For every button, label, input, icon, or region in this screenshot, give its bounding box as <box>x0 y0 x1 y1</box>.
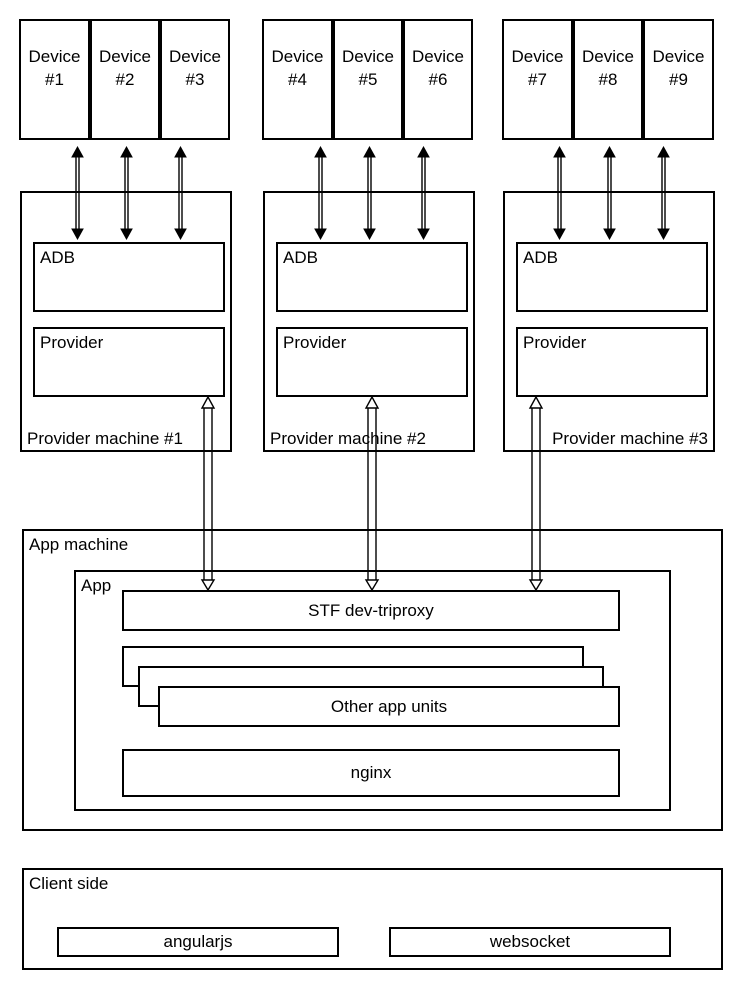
device-1: Device#1 <box>19 19 90 140</box>
client-side-title: Client side <box>29 874 109 893</box>
arrow-device-2 <box>120 145 133 241</box>
other-app-units-box: Other app units <box>158 686 620 727</box>
other-app-units-label: Other app units <box>330 696 448 716</box>
angularjs-box: angularjs <box>57 927 339 957</box>
nginx-label: nginx <box>350 763 392 782</box>
provider-machine-2-title: Provider machine #2 <box>270 429 426 448</box>
adb-box-2: ADB <box>276 242 468 312</box>
provider-machine-1-title: Provider machine #1 <box>27 429 183 448</box>
app-machine-title: App machine <box>29 535 129 554</box>
arrow-provider-2 <box>364 395 380 592</box>
provider-arrows <box>200 395 544 592</box>
provider-box-3: Provider <box>516 327 708 397</box>
app-title: App <box>81 576 112 595</box>
websocket-box: websocket <box>389 927 671 957</box>
provider-box-1: Provider <box>33 327 225 397</box>
adb-label-3: ADB <box>523 248 558 267</box>
arrow-provider-1 <box>200 395 216 592</box>
triproxy-label: STF dev-triproxy <box>308 600 434 620</box>
angularjs-label: angularjs <box>163 932 233 951</box>
websocket-label: websocket <box>489 932 571 951</box>
provider-label-1: Provider <box>40 333 104 352</box>
arrow-device-4 <box>314 145 327 241</box>
device-arrows <box>71 145 670 241</box>
device-7: Device#7 <box>502 19 573 140</box>
arrow-device-6 <box>417 145 430 241</box>
arrow-device-5 <box>363 145 376 241</box>
arrow-device-9 <box>657 145 670 241</box>
device-5: Device#5 <box>333 19 403 140</box>
adb-label-1: ADB <box>40 248 75 267</box>
device-6: Device#6 <box>403 19 473 140</box>
provider-label-3: Provider <box>523 333 587 352</box>
device-4: Device#4 <box>262 19 333 140</box>
device-2: Device#2 <box>90 19 160 140</box>
provider-machine-3-title: Provider machine #3 <box>552 429 708 448</box>
device-3: Device#3 <box>160 19 230 140</box>
arrow-device-7 <box>553 145 566 241</box>
triproxy-box: STF dev-triproxy <box>122 590 620 631</box>
device-8: Device#8 <box>573 19 643 140</box>
arrow-device-1 <box>71 145 84 241</box>
adb-box-3: ADB <box>516 242 708 312</box>
adb-label-2: ADB <box>283 248 318 267</box>
arrow-device-8 <box>603 145 616 241</box>
arrow-device-3 <box>174 145 187 241</box>
nginx-box: nginx <box>122 749 620 797</box>
device-9: Device#9 <box>643 19 714 140</box>
provider-label-2: Provider <box>283 333 347 352</box>
arrow-provider-3 <box>528 395 544 592</box>
adb-box-1: ADB <box>33 242 225 312</box>
